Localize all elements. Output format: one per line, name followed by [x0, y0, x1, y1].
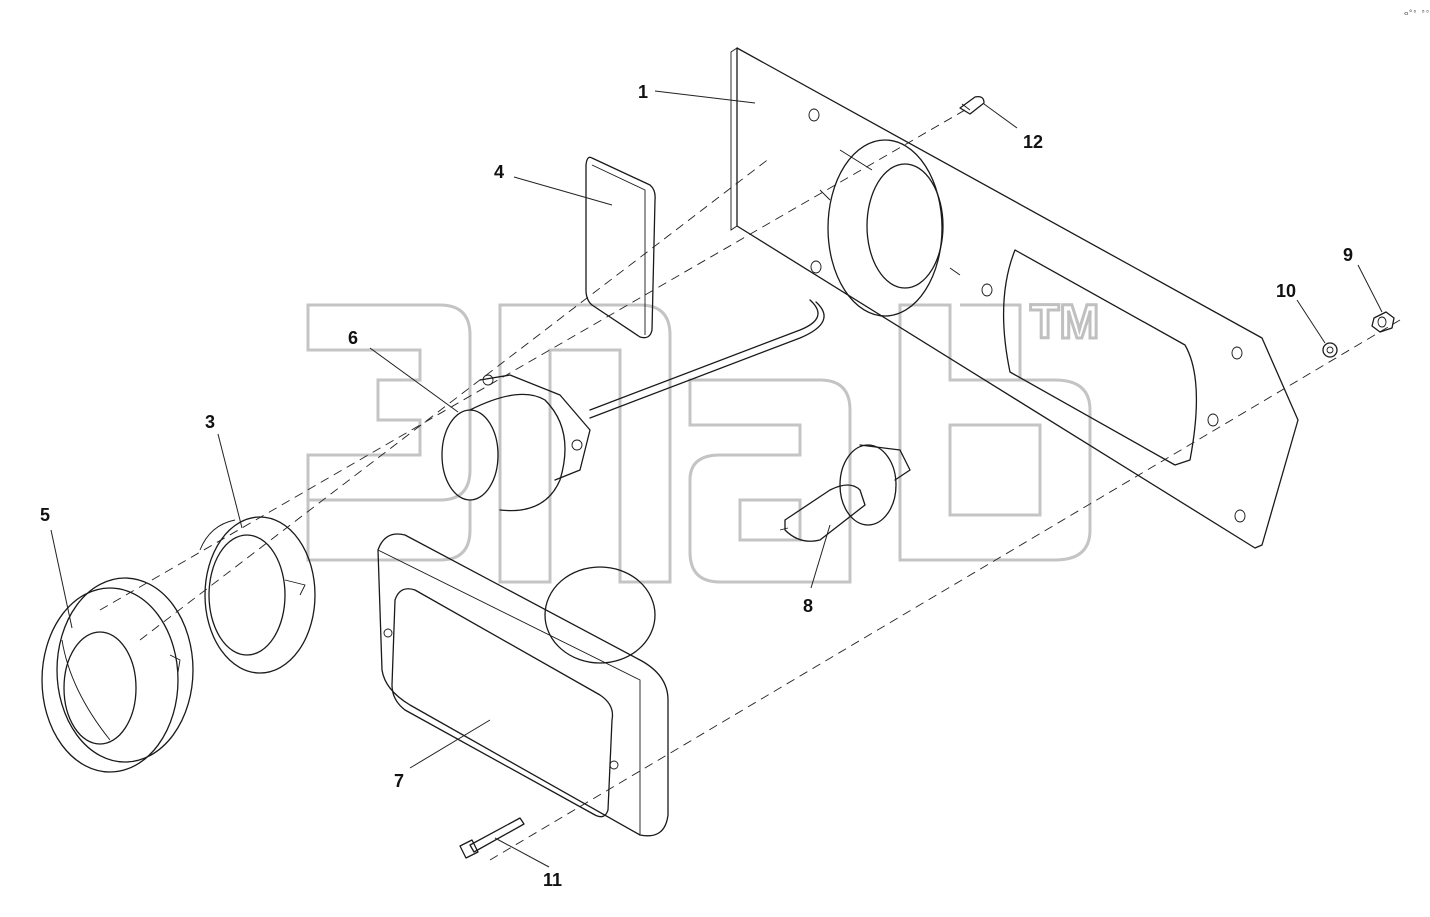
- callout-12: 12: [1023, 132, 1043, 152]
- lamp-socket: [441, 299, 825, 512]
- leader-lines: [50, 90, 1383, 868]
- mounting-panel: [730, 47, 1299, 549]
- nut: [1371, 311, 1395, 333]
- watermark-logo: TM: [306, 295, 1101, 584]
- trademark-text: TM: [1030, 296, 1099, 349]
- halogen-bulb: [779, 444, 911, 542]
- washer: [1322, 342, 1338, 358]
- callout-5: 5: [40, 505, 50, 525]
- callout-6: 6: [348, 328, 358, 348]
- screw: [959, 95, 985, 115]
- callout-7: 7: [394, 771, 404, 791]
- callout-11: 11: [543, 870, 562, 890]
- callout-10: 10: [1276, 281, 1296, 301]
- callout-labels: 1 3 4 5 6 7 8 9 10 11 12: [40, 82, 1353, 890]
- callout-9: 9: [1343, 245, 1353, 265]
- rectangular-pad: [585, 156, 656, 339]
- bulb-retainer-ring: [199, 516, 316, 674]
- callout-4: 4: [494, 162, 504, 182]
- callout-1: 1: [638, 82, 648, 102]
- corner-mark: ⴰ°⁰ ⁸⁰⁰: [1404, 9, 1430, 17]
- bolt: [459, 817, 525, 859]
- assembly-axes: [99, 109, 1401, 861]
- callout-8: 8: [803, 596, 813, 616]
- callout-3: 3: [205, 412, 215, 432]
- headlamp-unit: [377, 533, 669, 837]
- trim-ring: [41, 577, 194, 773]
